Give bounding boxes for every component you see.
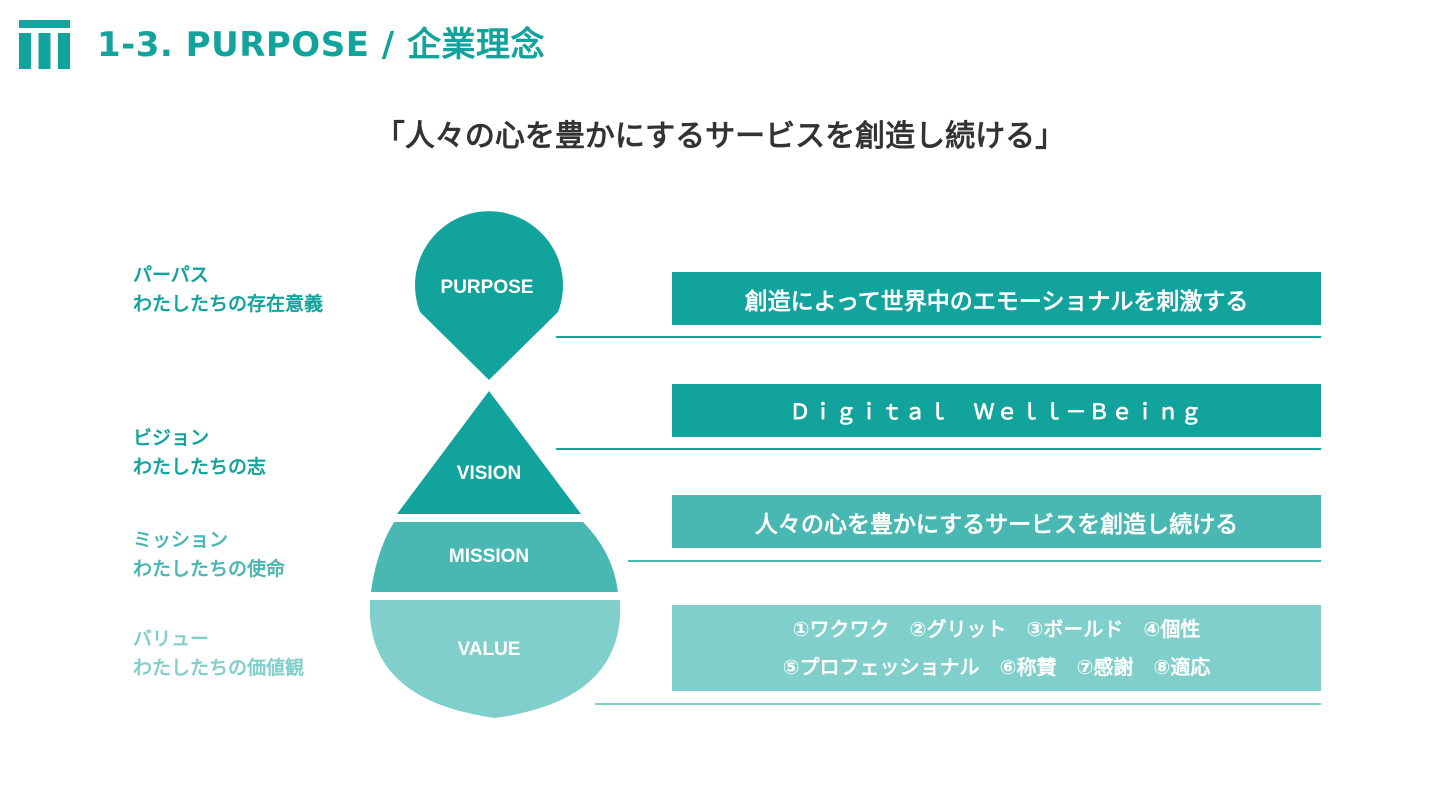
purpose-statement-box: 創造によって世界中のエモーショナルを刺激する bbox=[672, 272, 1321, 325]
purpose-label: パーパス わたしたちの存在意義 bbox=[133, 261, 323, 319]
company-logo-icon bbox=[19, 20, 70, 69]
vision-statement-box: Ｄｉｇｉｔａｌ Ｗｅｌｌ－Ｂｅｉｎｇ bbox=[672, 384, 1321, 437]
headline: 「人々の心を豊かにするサービスを創造し続ける」 bbox=[374, 119, 1066, 154]
vision-label: ビジョン わたしたちの志 bbox=[133, 424, 266, 482]
value-shape bbox=[369, 600, 621, 718]
value-label-subtitle: わたしたちの価値観 bbox=[133, 657, 305, 679]
purpose-label-title: パーパス bbox=[133, 264, 209, 286]
value-statement-line-1: ①ワクワク ②グリット ③ボールド ④個性 bbox=[792, 617, 1201, 641]
purpose-shape-label: PURPOSE bbox=[441, 277, 534, 298]
mission-label: ミッション わたしたちの使命 bbox=[133, 526, 285, 584]
value-statement-box: ①ワクワク ②グリット ③ボールド ④個性 ⑤プロフェッショナル ⑥称賛 ⑦感謝… bbox=[672, 605, 1321, 691]
value-shape-label: VALUE bbox=[458, 639, 521, 660]
page-title: 1-3. PURPOSE / 企業理念 bbox=[97, 25, 546, 65]
purpose-label-subtitle: わたしたちの存在意義 bbox=[133, 293, 324, 315]
value-label: バリュー わたしたちの価値観 bbox=[133, 625, 304, 683]
mission-shape-label: MISSION bbox=[449, 546, 529, 567]
mission-shape bbox=[371, 522, 618, 592]
vision-statement: Ｄｉｇｉｔａｌ Ｗｅｌｌ－Ｂｅｉｎｇ bbox=[789, 399, 1204, 424]
vision-label-title: ビジョン bbox=[133, 427, 210, 449]
purpose-statement: 創造によって世界中のエモーショナルを刺激する bbox=[744, 288, 1249, 315]
vision-shape-label: VISION bbox=[457, 463, 521, 484]
purpose-shape bbox=[415, 211, 563, 380]
vision-label-subtitle: わたしたちの志 bbox=[133, 456, 267, 478]
vision-shape bbox=[397, 391, 581, 514]
mission-statement: 人々の心を豊かにするサービスを創造し続ける bbox=[754, 511, 1239, 538]
mission-label-subtitle: わたしたちの使命 bbox=[133, 558, 286, 580]
mission-label-title: ミッション bbox=[133, 529, 229, 551]
value-label-title: バリュー bbox=[133, 628, 210, 650]
value-statement-line-2: ⑤プロフェッショナル ⑥称賛 ⑦感謝 ⑧適応 bbox=[782, 655, 1211, 679]
mission-statement-box: 人々の心を豊かにするサービスを創造し続ける bbox=[672, 495, 1321, 548]
